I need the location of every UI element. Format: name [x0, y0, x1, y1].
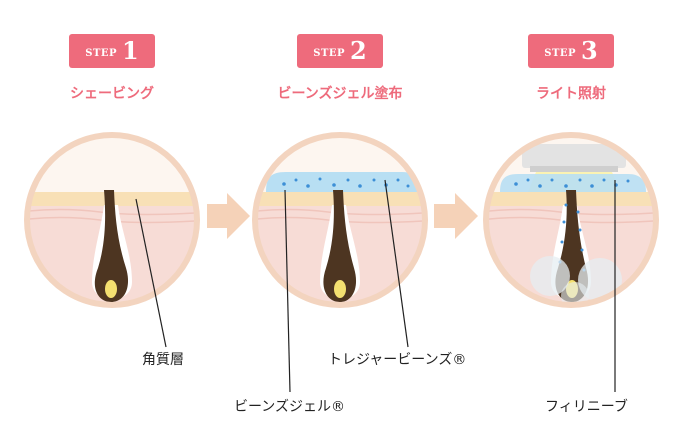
step1-badge-number: 1 — [122, 36, 139, 65]
step3-badge: STEP 3 — [528, 34, 614, 68]
bean-gel-layer — [266, 172, 420, 192]
step3-title: ライト照射 — [536, 86, 606, 102]
filineev-bubbles — [530, 256, 622, 303]
callout-line-stratum — [135, 198, 167, 348]
label-filineev: フィリニーブ — [545, 399, 628, 415]
step1-skin-circle — [24, 132, 200, 308]
label-bean-gel: ビーンズジェル® — [234, 399, 346, 415]
label-stratum-corneum: 角質層 — [142, 352, 184, 368]
step3-badge-number: 3 — [581, 36, 598, 65]
light-device-icon — [522, 144, 626, 168]
step2-skin-circle — [252, 132, 428, 308]
callout-line-gel — [284, 189, 291, 393]
arrow-step2-to-step3 — [434, 193, 478, 239]
step2-badge: STEP 2 — [297, 34, 383, 68]
step1-badge: STEP 1 — [69, 34, 155, 68]
callout-line-treasure — [384, 179, 409, 348]
step3-skin-circle — [483, 132, 659, 308]
step2-badge-word: STEP — [313, 48, 346, 59]
step1-badge-word: STEP — [85, 48, 118, 59]
label-treasure-beans: トレジャービーンズ® — [328, 352, 467, 368]
step3-badge-word: STEP — [544, 48, 577, 59]
step2-title: ビーンズジェル塗布 — [277, 86, 403, 102]
arrow-step1-to-step2 — [207, 193, 250, 239]
step2-badge-number: 2 — [350, 36, 367, 65]
hair-shaft-icon — [94, 190, 129, 302]
step1-title: シェービング — [70, 86, 154, 102]
